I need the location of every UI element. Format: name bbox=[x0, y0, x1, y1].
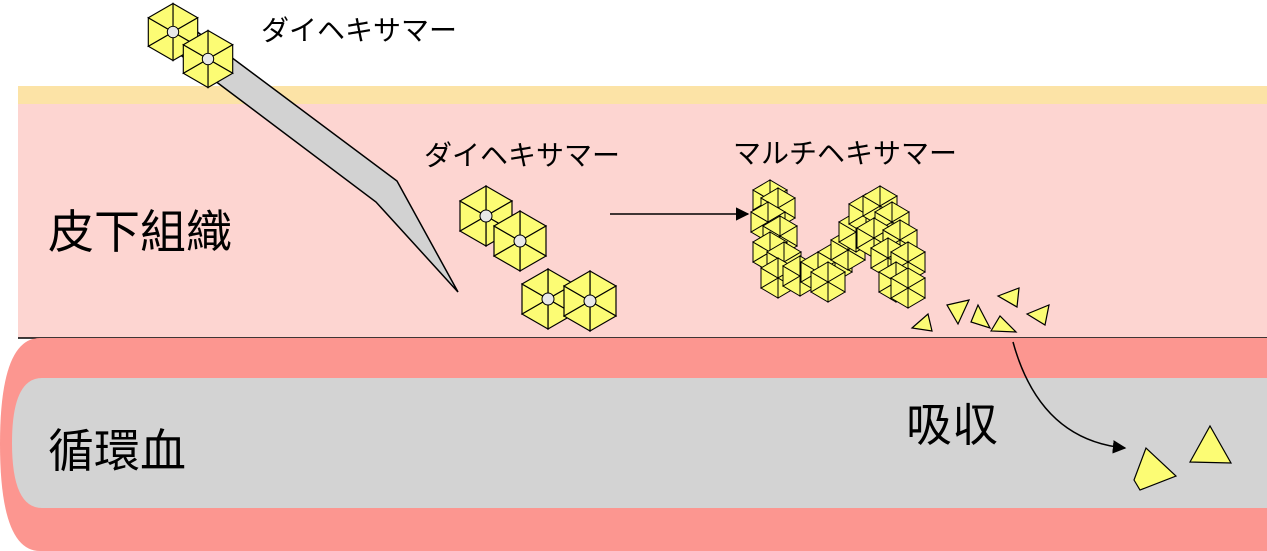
monomers-tissue bbox=[910, 287, 1050, 333]
label-multihexamer: マルチヘキサマー bbox=[733, 137, 957, 170]
skin-surface-layer bbox=[18, 86, 1267, 104]
label-subcutaneous-tissue: 皮下組織 bbox=[48, 205, 232, 259]
blood-lumen bbox=[12, 378, 1267, 508]
injected-dihexamer bbox=[147, 2, 234, 89]
label-absorption: 吸収 bbox=[906, 398, 998, 452]
subcutaneous-layer bbox=[18, 104, 1267, 338]
label-circulation: 循環血 bbox=[48, 424, 186, 478]
label-injected-dihexamer: ダイヘキサマー bbox=[261, 14, 457, 47]
monomers-blood bbox=[1133, 424, 1233, 491]
label-dihexamer: ダイヘキサマー bbox=[424, 139, 620, 172]
absorption-arrow bbox=[1012, 341, 1127, 454]
